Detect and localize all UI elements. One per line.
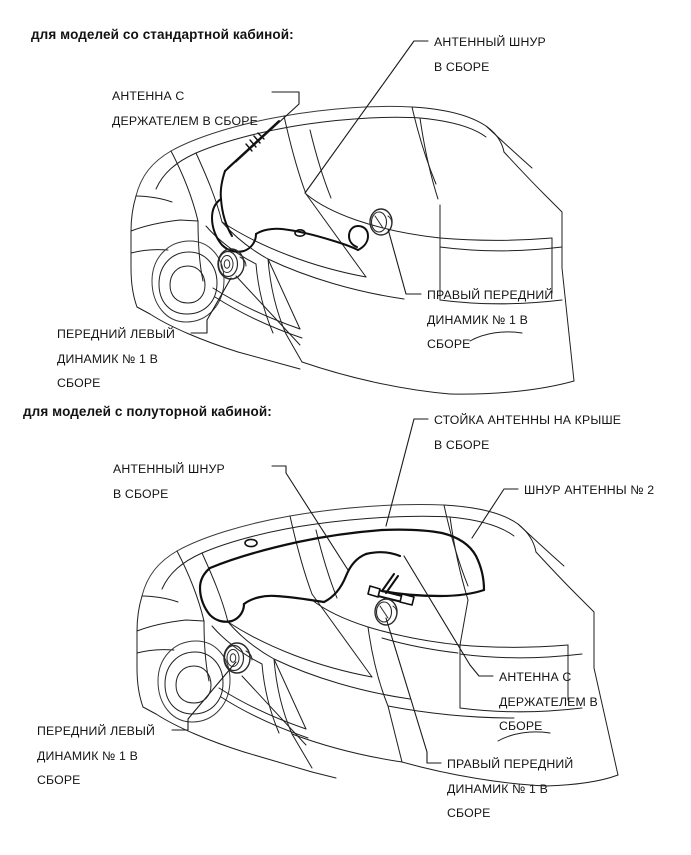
callout-roof-antenna-pillar-extended: СТОЙКА АНТЕННЫ НА КРЫШЕ В СБОРЕ xyxy=(434,408,621,457)
section-caption-standard-cab: для моделей со стандартной кабиной: xyxy=(31,27,294,42)
callout-speaker-right-front-standard: ПРАВЫЙ ПЕРЕДНИЙ ДИНАМИК № 1 В СБОРЕ xyxy=(427,283,553,357)
speaker-right-std xyxy=(369,208,393,236)
callout-line: ДИНАМИК № 1 В xyxy=(57,351,158,366)
section-caption-extended-cab: для моделей с полуторной кабиной: xyxy=(23,404,272,419)
callout-line: СБОРЕ xyxy=(499,719,543,733)
callout-line: ДИНАМИК № 1 В xyxy=(447,781,548,796)
callout-line: В СБОРЕ xyxy=(434,59,490,74)
callout-line: АНТЕННА С xyxy=(499,670,572,684)
speaker-right-ext xyxy=(374,598,398,626)
callout-line: СБОРЕ xyxy=(427,337,471,351)
callout-antenna-cord-2-extended: ШНУР АНТЕННЫ № 2 xyxy=(524,478,654,503)
callout-line: ДИНАМИК № 1 В xyxy=(37,748,138,763)
callout-line: СБОРЕ xyxy=(37,773,81,787)
callout-line: ПРАВЫЙ ПЕРЕДНИЙ xyxy=(447,757,574,771)
speaker-left-std xyxy=(217,248,247,280)
callout-line: ШНУР АНТЕННЫ № 2 xyxy=(524,483,655,497)
callout-line: СБОРЕ xyxy=(57,376,101,390)
callout-line: ПЕРЕДНИЙ ЛЕВЫЙ xyxy=(37,724,156,738)
callout-antenna-with-holder-extended: АНТЕННА С ДЕРЖАТЕЛЕМ В СБОРЕ xyxy=(499,665,598,739)
callout-line: В СБОРЕ xyxy=(434,437,490,452)
callout-line: ПЕРЕДНИЙ ЛЕВЫЙ xyxy=(57,327,176,341)
callout-line: ДИНАМИК № 1 В xyxy=(427,312,528,327)
callout-antenna-with-holder-standard: АНТЕННА С ДЕРЖАТЕЛЕМ В СБОРЕ xyxy=(112,84,258,133)
extended-cab-vehicle xyxy=(136,503,619,787)
callout-line: СБОРЕ xyxy=(447,806,491,820)
callout-line: ДЕРЖАТЕЛЕМ В xyxy=(499,694,598,709)
callout-line: В СБОРЕ xyxy=(113,486,169,501)
callout-line: ДЕРЖАТЕЛЕМ В СБОРЕ xyxy=(112,113,258,128)
callout-antenna-cord-extended: АНТЕННЫЙ ШНУР В СБОРЕ xyxy=(113,457,225,506)
callout-speaker-right-front-extended: ПРАВЫЙ ПЕРЕДНИЙ ДИНАМИК № 1 В СБОРЕ xyxy=(447,752,573,826)
callout-line: АНТЕННЫЙ ШНУР xyxy=(434,35,546,49)
callout-line: АНТЕННА С xyxy=(112,89,185,103)
callout-antenna-cord-standard: АНТЕННЫЙ ШНУР В СБОРЕ xyxy=(434,30,546,79)
speaker-left-ext xyxy=(223,642,253,674)
callout-line: ПРАВЫЙ ПЕРЕДНИЙ xyxy=(427,288,554,302)
callout-line: АНТЕННЫЙ ШНУР xyxy=(113,462,225,476)
callout-line: СТОЙКА АНТЕННЫ НА КРЫШЕ xyxy=(434,413,622,427)
callout-speaker-left-front-extended: ПЕРЕДНИЙ ЛЕВЫЙ ДИНАМИК № 1 В СБОРЕ xyxy=(37,719,155,793)
callout-speaker-left-front-standard: ПЕРЕДНИЙ ЛЕВЫЙ ДИНАМИК № 1 В СБОРЕ xyxy=(57,322,175,396)
